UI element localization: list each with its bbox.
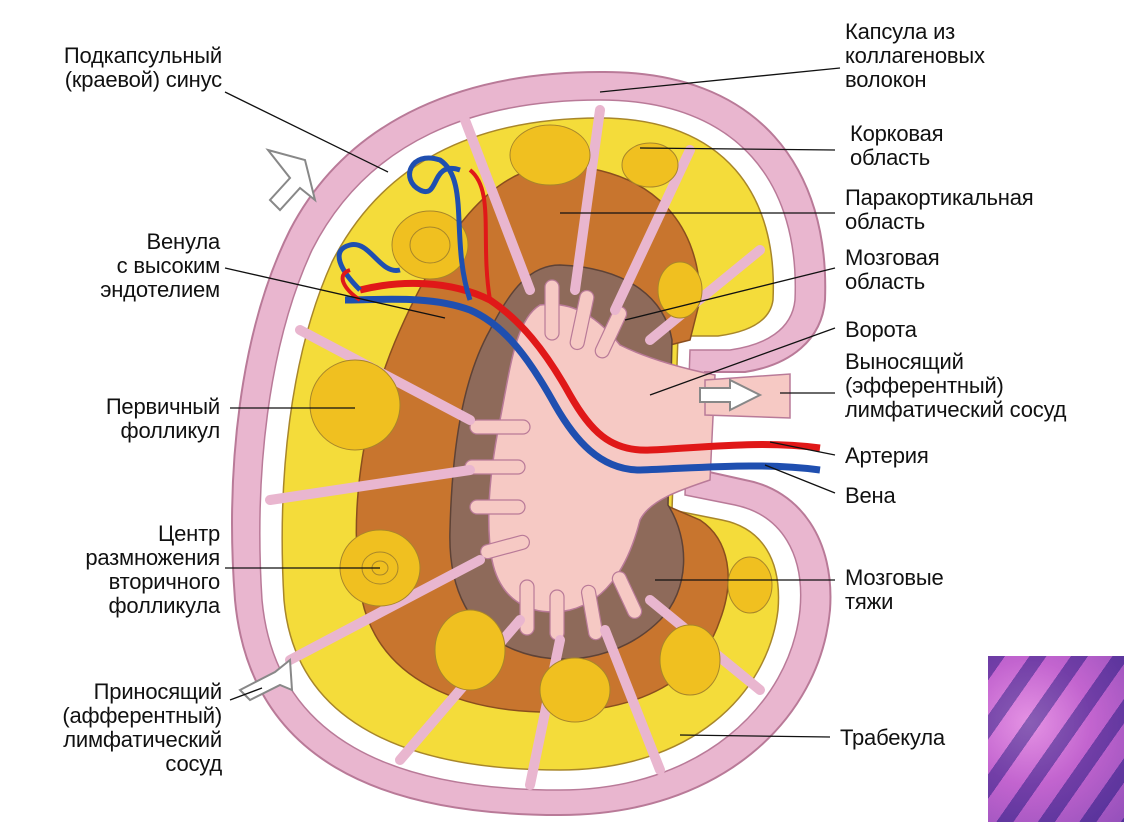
label-capsule: Капсула из коллагеновых волокон: [845, 20, 1105, 92]
label-paracortex: Паракортикальная область: [845, 186, 1115, 234]
histology-photo: [988, 656, 1124, 822]
label-primary-follicle: Первичный фолликул: [20, 395, 220, 443]
label-hilum: Ворота: [845, 318, 1045, 342]
label-artery: Артерия: [845, 444, 1045, 468]
label-vein: Вена: [845, 484, 1045, 508]
label-afferent-vessel: Приносящий (афферентный) лимфатический с…: [10, 680, 222, 776]
label-medullary-cords: Мозговые тяжи: [845, 566, 1045, 614]
label-venule: Венула с высоким эндотелием: [40, 230, 220, 302]
label-trabecula: Трабекула: [840, 726, 990, 750]
label-efferent-vessel: Выносящий (эфферентный) лимфатический со…: [845, 350, 1120, 422]
label-subcapsular-sinus: Подкапсульный (краевой) синус: [12, 44, 222, 92]
label-cortex: Корковая область: [850, 122, 1050, 170]
label-germinal-center: Центр размножения вторичного фолликула: [10, 522, 220, 618]
label-medulla: Мозговая область: [845, 246, 1045, 294]
